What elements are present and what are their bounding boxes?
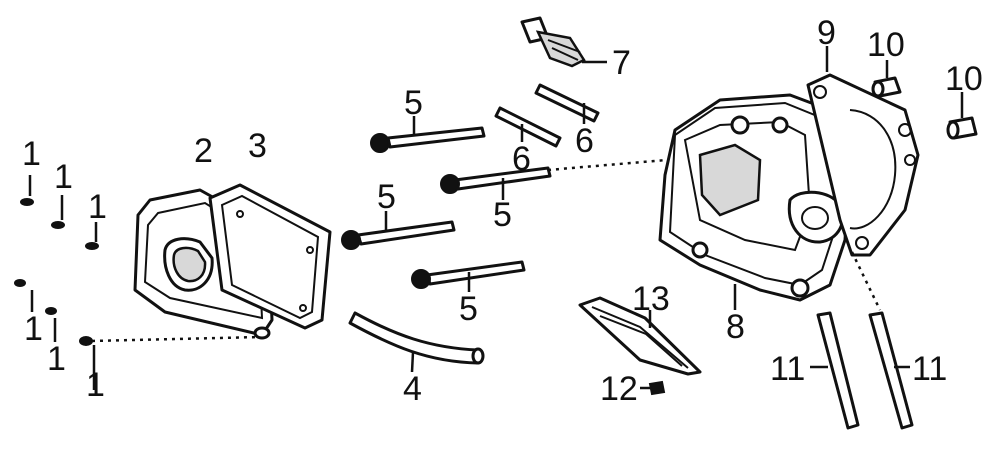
callout-11-a: 11 (770, 350, 805, 388)
callout-5-a: 5 (404, 84, 423, 122)
bolt-1-b (51, 195, 65, 229)
callout-6-b: 6 (575, 122, 594, 160)
valve-cover-gasket (208, 183, 332, 330)
guide-plate (578, 296, 702, 376)
callout-1-e: 1 (47, 340, 66, 378)
bolt-1-e (45, 307, 57, 342)
dashed-line-gasket-to-stud (850, 251, 882, 311)
stud-6-a (494, 106, 562, 148)
bolt-1-c (85, 222, 99, 250)
callout-13: 13 (632, 280, 670, 318)
head-bolt-5-d (411, 260, 526, 292)
breather-hose (348, 311, 485, 373)
callout-1-b: 1 (54, 158, 73, 196)
head-gasket (806, 46, 920, 257)
spark-plug (520, 16, 607, 68)
stud-6-b (534, 83, 600, 124)
callout-10-b: 10 (945, 60, 983, 98)
long-stud-11-a (810, 311, 860, 430)
callout-10-a: 10 (867, 26, 905, 64)
dowel-pin-10-b (946, 92, 978, 140)
cylinder-head (658, 93, 864, 310)
callout-6-a: 6 (512, 140, 531, 178)
callout-1-a: 1 (22, 135, 41, 173)
callout-1-d: 1 (24, 310, 43, 348)
bolt-1-d (14, 279, 34, 312)
callout-2: 2 (194, 132, 213, 170)
callout-1-f: 1 (86, 366, 105, 404)
callout-11-b: 11 (912, 350, 947, 388)
callout-1-c: 1 (88, 188, 107, 226)
callout-5-c: 5 (377, 178, 396, 216)
small-bolt-12 (640, 380, 666, 396)
callout-3: 3 (248, 127, 267, 165)
head-bolt-5-b (440, 166, 552, 200)
head-bolt-5-c (341, 211, 456, 250)
callout-5-d: 5 (459, 290, 478, 328)
callout-4: 4 (403, 370, 422, 408)
callout-7: 7 (612, 44, 631, 82)
callout-8: 8 (726, 308, 745, 346)
long-stud-11-b (868, 311, 914, 430)
dowel-pin-10-a (871, 60, 902, 98)
callout-5-b: 5 (493, 196, 512, 234)
bolt-1-f (79, 336, 96, 390)
head-bolt-5-a (370, 116, 486, 153)
dashed-line-bolt-to-cover (91, 335, 261, 343)
callout-12: 12 (600, 370, 638, 408)
bolt-1-a (20, 175, 34, 206)
callout-9: 9 (817, 14, 836, 52)
